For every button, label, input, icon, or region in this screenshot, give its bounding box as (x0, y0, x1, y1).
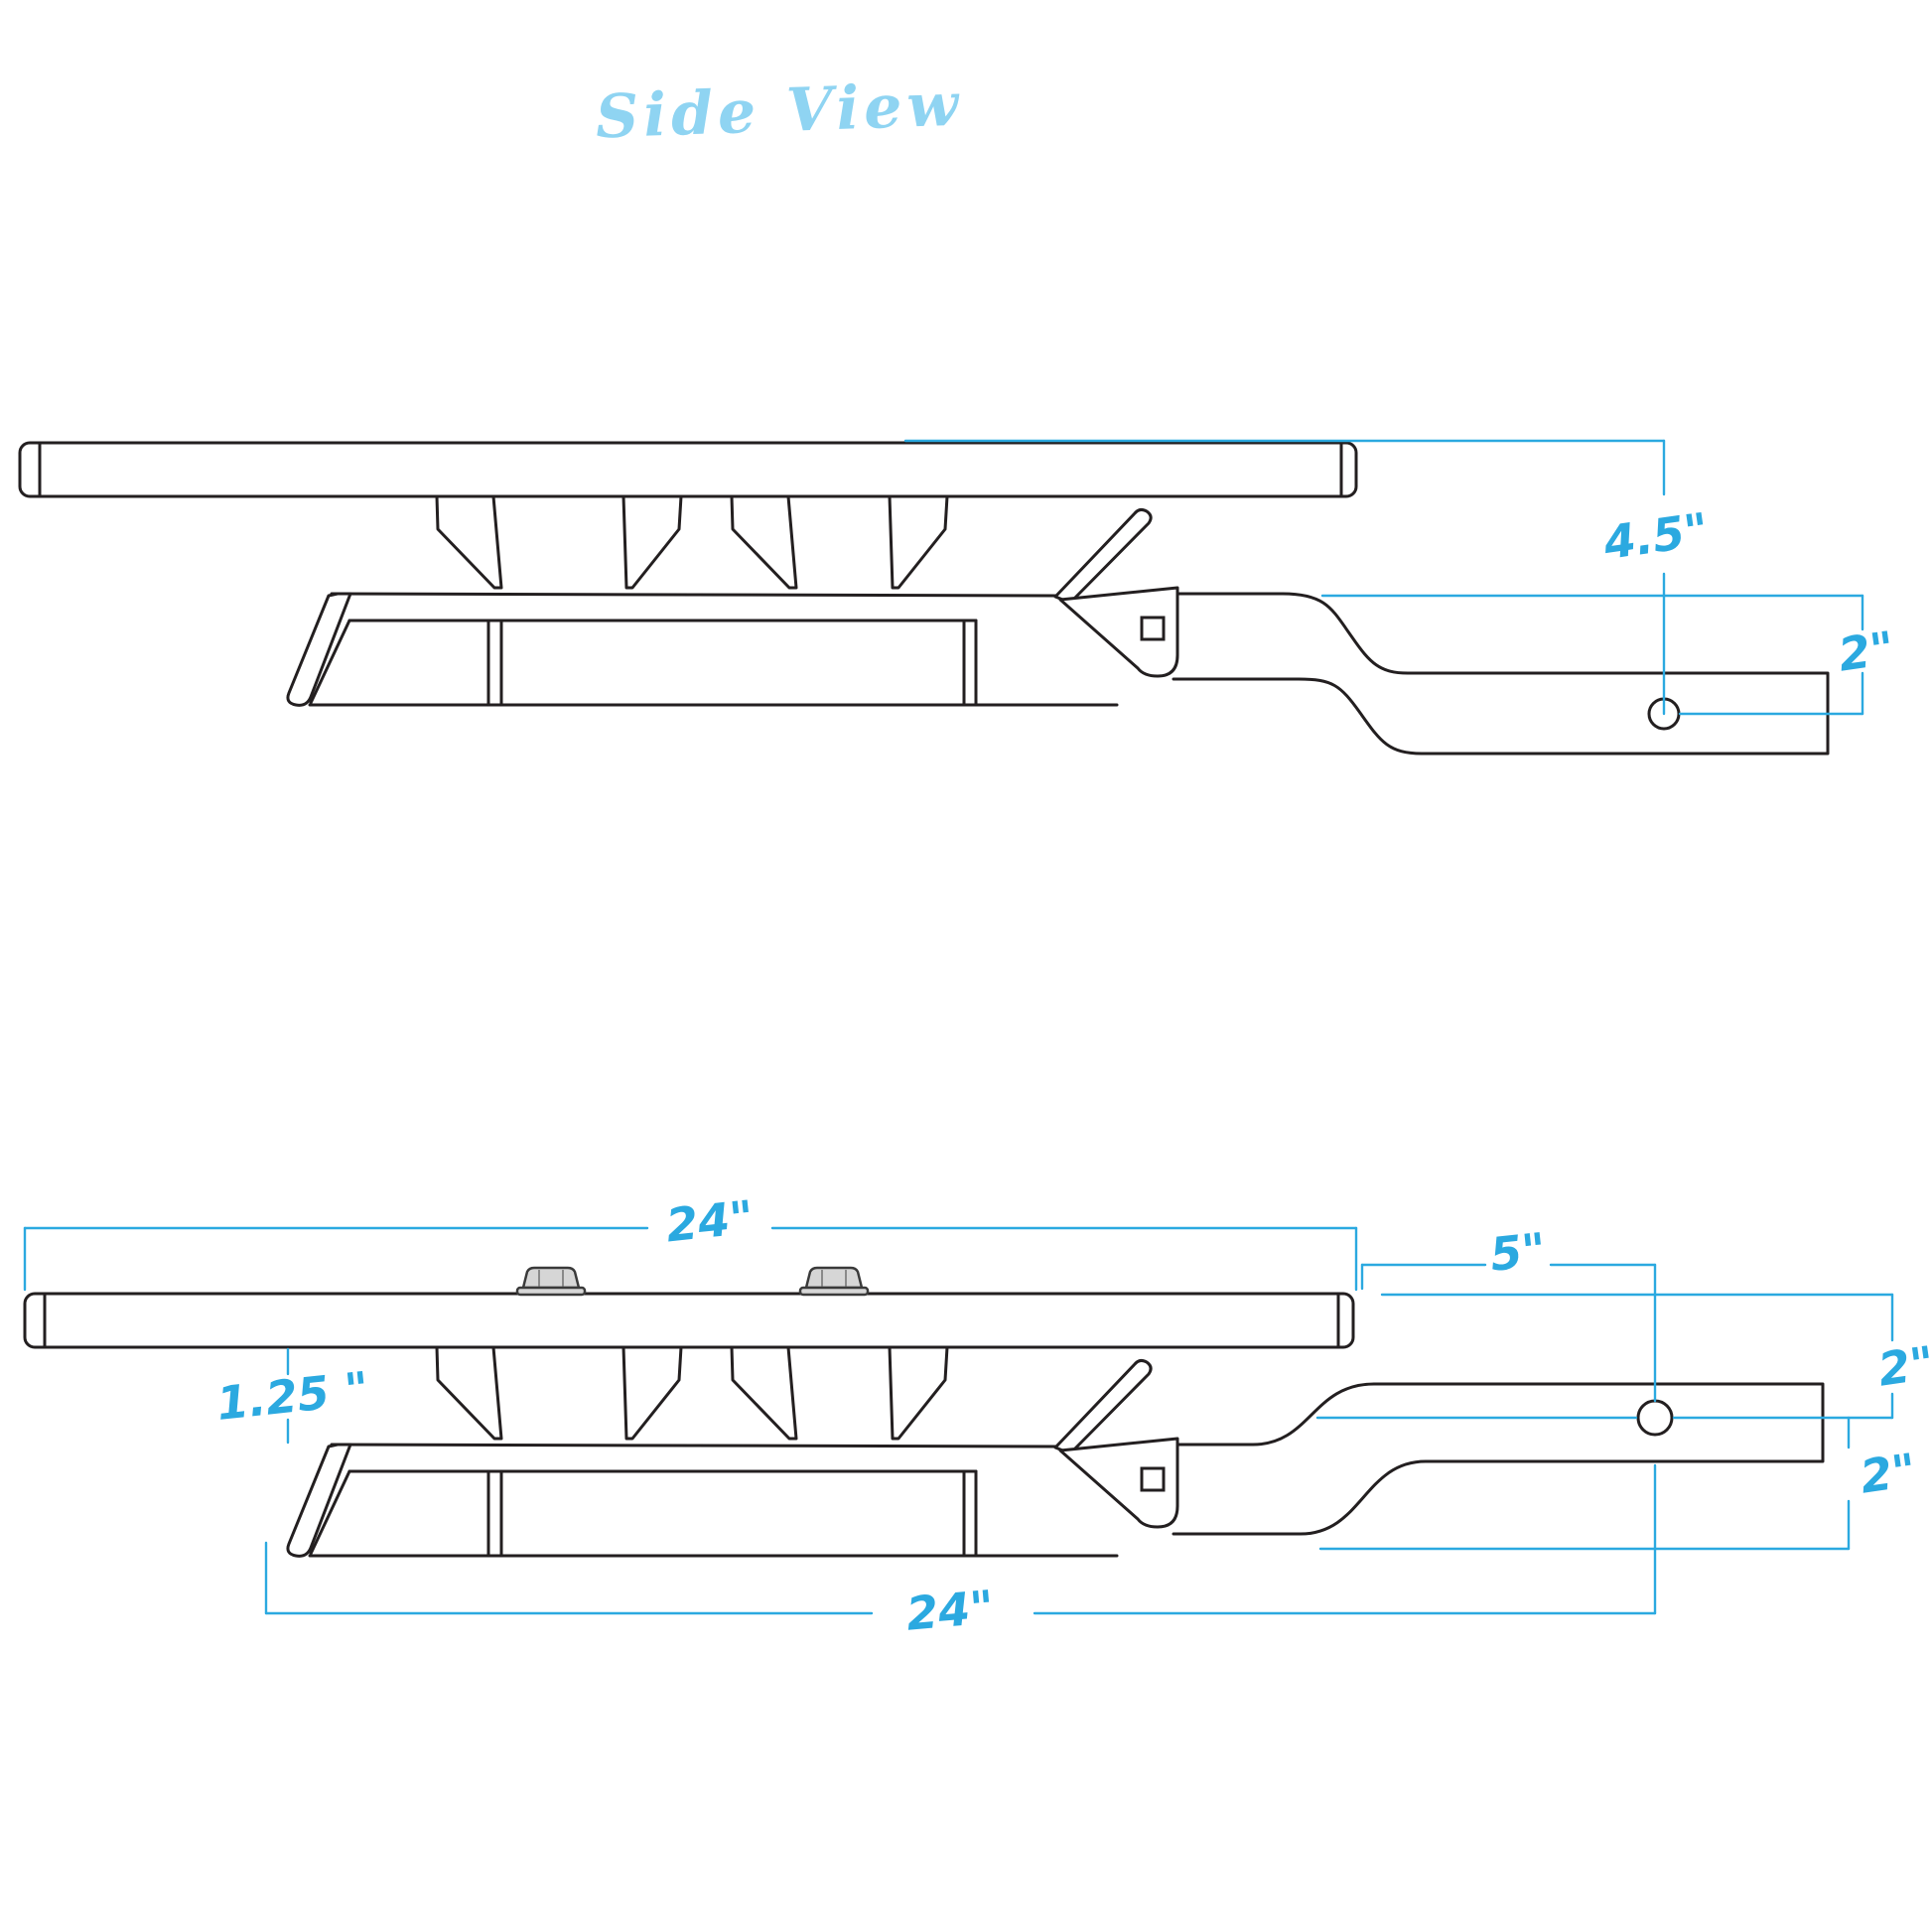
support-wedge (730, 494, 798, 590)
hex-nut (798, 1266, 870, 1297)
dimension-4-5-inch: 4.5" (903, 439, 1712, 716)
top-plate (18, 441, 1358, 498)
support-wedge (621, 1345, 683, 1441)
frame-front-leg (286, 1443, 352, 1558)
dimension-24-inch-top: 24" (23, 1190, 1358, 1292)
support-wedge (621, 494, 683, 590)
dimension-label: 24" (663, 1190, 756, 1253)
dimension-2-inch-upper: 2" (1315, 1293, 1932, 1420)
dimension-label: 5" (1487, 1222, 1548, 1282)
dimension-1-25-inch: 1.25 " (214, 1347, 371, 1445)
frame-top-flange (330, 1443, 1060, 1449)
dimension-5-inch: 5" (1360, 1222, 1657, 1403)
top-view-dimensions: 4.5" 2" (903, 439, 1897, 716)
frame-top-flange (330, 592, 1060, 598)
diagonal-strut (1053, 507, 1153, 605)
frame-box-left-edge (309, 619, 351, 705)
support-wedge (888, 494, 949, 590)
support-wedge (888, 1345, 949, 1441)
dimension-24-inch-bottom: 24" (264, 1463, 1657, 1641)
top-plate (23, 1292, 1355, 1349)
dimension-2-inch-rise: 2" (1320, 594, 1897, 716)
dimension-label: 2" (1857, 1443, 1919, 1503)
dimension-2-inch-lower: 2" (1318, 1416, 1919, 1551)
pin-hole (1636, 1399, 1674, 1437)
bracket-square-hole (1140, 1466, 1166, 1492)
dimension-label: 24" (904, 1580, 996, 1640)
hitch-arm (1172, 1382, 1825, 1536)
support-wedge (435, 1345, 503, 1441)
frame-front-leg (286, 592, 352, 707)
gusset-bracket (1058, 586, 1179, 678)
page-title: Side View (595, 70, 964, 153)
support-wedge (435, 494, 503, 590)
dimension-label: 2" (1835, 621, 1897, 681)
support-wedge (730, 1345, 798, 1441)
dimension-label: 4.5" (1599, 502, 1712, 570)
dimension-label: 1.25 " (214, 1361, 371, 1431)
frame-box-left-edge (309, 1469, 351, 1556)
bottom-view (23, 1266, 1825, 1558)
hitch-arm (1172, 592, 1830, 756)
bracket-square-hole (1140, 616, 1166, 641)
top-view (18, 441, 1830, 756)
dimension-label: 2" (1875, 1335, 1932, 1396)
hex-nut (515, 1266, 587, 1297)
gusset-bracket (1058, 1437, 1179, 1529)
diagonal-strut (1053, 1358, 1153, 1455)
